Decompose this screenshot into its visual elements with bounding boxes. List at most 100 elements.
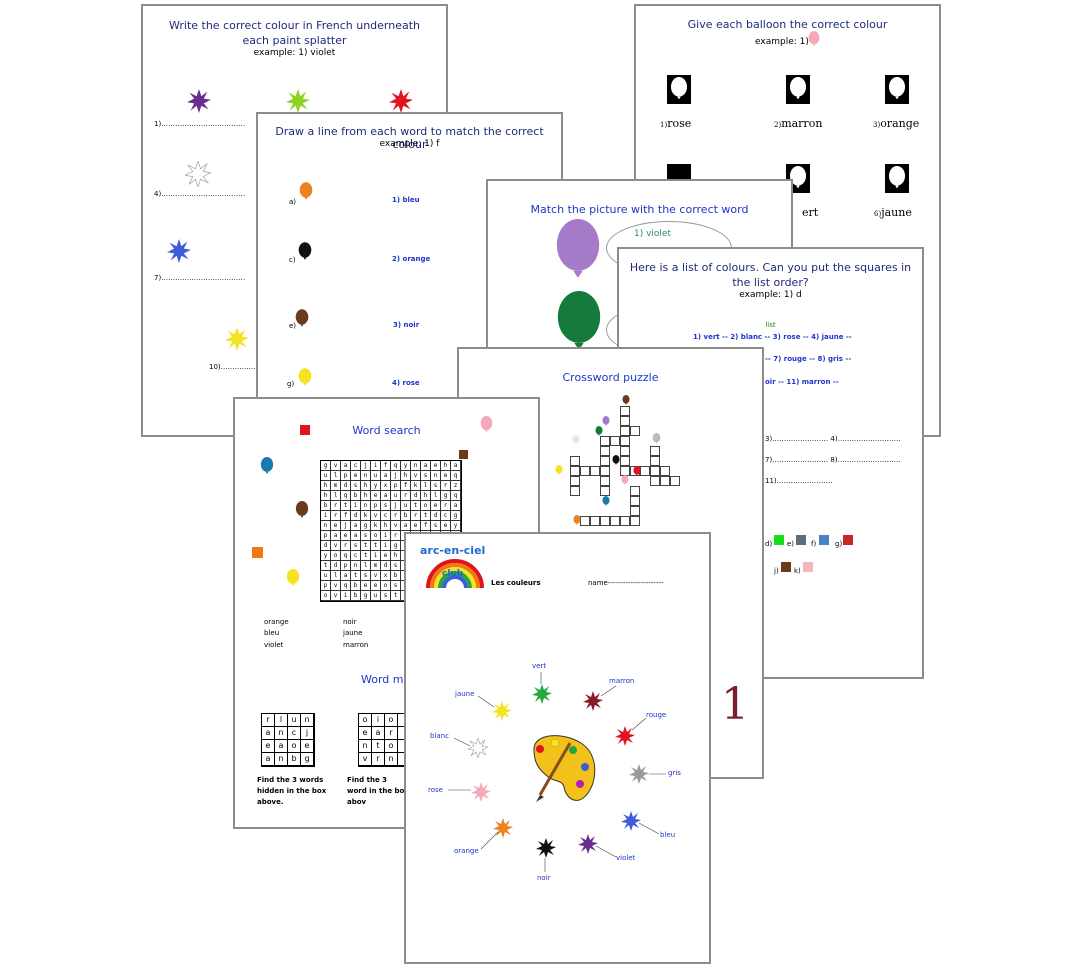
wordsearch-cell[interactable]: f <box>341 511 351 521</box>
wordsearch-cell[interactable]: b <box>391 571 401 581</box>
wordsearch-cell[interactable]: t <box>371 541 381 551</box>
wordsearch-cell[interactable]: r <box>331 511 341 521</box>
wordsearch-cell[interactable]: n <box>321 521 331 531</box>
wordsearch-cell[interactable]: a <box>351 521 361 531</box>
wordsearch-cell[interactable]: e <box>431 501 441 511</box>
wordsearch-cell[interactable]: z <box>451 481 461 491</box>
wordsearch-cell[interactable]: s <box>351 541 361 551</box>
wordsearch-cell[interactable]: v <box>371 511 381 521</box>
wordsearch-cell[interactable]: u <box>371 471 381 481</box>
wordsearch-cell[interactable]: s <box>381 501 391 511</box>
wordsearch-cell[interactable]: u <box>321 571 331 581</box>
wordsearch-cell[interactable]: d <box>431 511 441 521</box>
wordsearch-cell[interactable]: r <box>401 491 411 501</box>
wordsearch-cell[interactable]: h <box>401 471 411 481</box>
wordsearch-cell[interactable]: p <box>321 531 331 541</box>
wordsearch-cell[interactable]: n <box>431 471 441 481</box>
wordsearch-cell[interactable]: r <box>391 511 401 521</box>
wordsearch-cell[interactable]: i <box>351 501 361 511</box>
wordsearch-cell[interactable]: s <box>391 581 401 591</box>
wordsearch-cell[interactable]: b <box>351 491 361 501</box>
wordsearch-cell[interactable]: q <box>391 461 401 471</box>
wordsearch-cell[interactable]: j <box>361 461 371 471</box>
wordsearch-cell[interactable]: n <box>361 501 371 511</box>
wordsearch-cell[interactable]: v <box>411 471 421 481</box>
wordsearch-cell[interactable]: d <box>351 511 361 521</box>
wordsearch-cell[interactable]: e <box>351 471 361 481</box>
wordsearch-cell[interactable]: r <box>391 531 401 541</box>
wordsearch-cell[interactable]: y <box>401 461 411 471</box>
wordsearch-cell[interactable]: p <box>371 501 381 511</box>
wordsearch-cell[interactable]: b <box>401 511 411 521</box>
wordsearch-cell[interactable]: t <box>361 551 371 561</box>
wordsearch-cell[interactable]: h <box>361 491 371 501</box>
wordsearch-cell[interactable]: t <box>361 541 371 551</box>
wordsearch-cell[interactable]: q <box>341 491 351 501</box>
wordsearch-cell[interactable]: r <box>441 501 451 511</box>
wordsearch-cell[interactable]: r <box>441 481 451 491</box>
wordsearch-cell[interactable]: j <box>341 521 351 531</box>
wordsearch-cell[interactable]: l <box>421 481 431 491</box>
wordsearch-cell[interactable]: t <box>321 561 331 571</box>
wordsearch-cell[interactable]: m <box>331 481 341 491</box>
wordsearch-cell[interactable]: m <box>371 561 381 571</box>
wordsearch-cell[interactable]: r <box>341 541 351 551</box>
wordsearch-cell[interactable]: l <box>361 561 371 571</box>
wordsearch-cell[interactable]: i <box>381 541 391 551</box>
wordsearch-cell[interactable]: p <box>341 471 351 481</box>
wordsearch-cell[interactable]: l <box>331 471 341 481</box>
wordsearch-cell[interactable]: s <box>361 571 371 581</box>
wordsearch-cell[interactable]: o <box>331 551 341 561</box>
wordsearch-cell[interactable]: a <box>421 461 431 471</box>
wordsearch-cell[interactable]: l <box>331 571 341 581</box>
wordsearch-cell[interactable]: h <box>361 481 371 491</box>
wordsearch-cell[interactable]: v <box>331 581 341 591</box>
wordsearch-cell[interactable]: u <box>371 591 381 601</box>
name-field[interactable]: name---------------------- <box>588 579 664 587</box>
wordsearch-cell[interactable]: a <box>351 531 361 541</box>
wordsearch-cell[interactable]: a <box>451 501 461 511</box>
wordsearch-cell[interactable]: h <box>381 521 391 531</box>
wordsearch-cell[interactable]: i <box>381 531 391 541</box>
wordsearch-cell[interactable]: b <box>351 591 361 601</box>
wordsearch-cell[interactable]: p <box>341 561 351 571</box>
wordsearch-cell[interactable]: s <box>421 471 431 481</box>
wordsearch-cell[interactable]: l <box>331 491 341 501</box>
wordsearch-cell[interactable]: n <box>361 471 371 481</box>
wordsearch-cell[interactable]: t <box>391 591 401 601</box>
splatter-blank-1[interactable]: 1)……………………………… <box>154 120 246 128</box>
wordsearch-cell[interactable]: r <box>331 501 341 511</box>
wordsearch-cell[interactable]: o <box>321 591 331 601</box>
wordsearch-cell[interactable]: s <box>431 481 441 491</box>
wordsearch-cell[interactable]: v <box>331 461 341 471</box>
wordsearch-cell[interactable]: x <box>381 481 391 491</box>
wordsearch-cell[interactable]: e <box>431 461 441 471</box>
wordsearch-cell[interactable]: d <box>341 481 351 491</box>
wordsearch-cell[interactable]: c <box>351 461 361 471</box>
wordsearch-cell[interactable]: v <box>391 521 401 531</box>
wordsearch-cell[interactable]: g <box>361 591 371 601</box>
wordsearch-cell[interactable]: t <box>411 501 421 511</box>
wordsearch-cell[interactable]: c <box>441 511 451 521</box>
wordsearch-cell[interactable]: e <box>341 531 351 541</box>
wordsearch-cell[interactable]: a <box>341 461 351 471</box>
wordsearch-cell[interactable]: o <box>371 531 381 541</box>
wordsearch-cell[interactable]: q <box>451 471 461 481</box>
wordsearch-cell[interactable]: c <box>381 511 391 521</box>
list-blanks-3[interactable]: 11)…………………… <box>765 477 833 485</box>
list-blanks-2[interactable]: 7)…………………… 8)……………………… <box>765 456 901 464</box>
wordsearch-cell[interactable]: t <box>351 571 361 581</box>
wordsearch-cell[interactable]: a <box>381 471 391 481</box>
wordsearch-cell[interactable]: e <box>331 521 341 531</box>
wordsearch-cell[interactable]: e <box>371 491 381 501</box>
wordsearch-cell[interactable]: j <box>391 471 401 481</box>
wordsearch-cell[interactable]: u <box>391 491 401 501</box>
wordsearch-cell[interactable]: n <box>411 461 421 471</box>
wordsearch-cell[interactable]: t <box>421 511 431 521</box>
wordsearch-cell[interactable]: k <box>411 481 421 491</box>
wordsearch-cell[interactable]: s <box>351 481 361 491</box>
wordsearch-cell[interactable]: v <box>331 541 341 551</box>
wordsearch-cell[interactable]: i <box>321 511 331 521</box>
wordsearch-cell[interactable]: g <box>441 491 451 501</box>
